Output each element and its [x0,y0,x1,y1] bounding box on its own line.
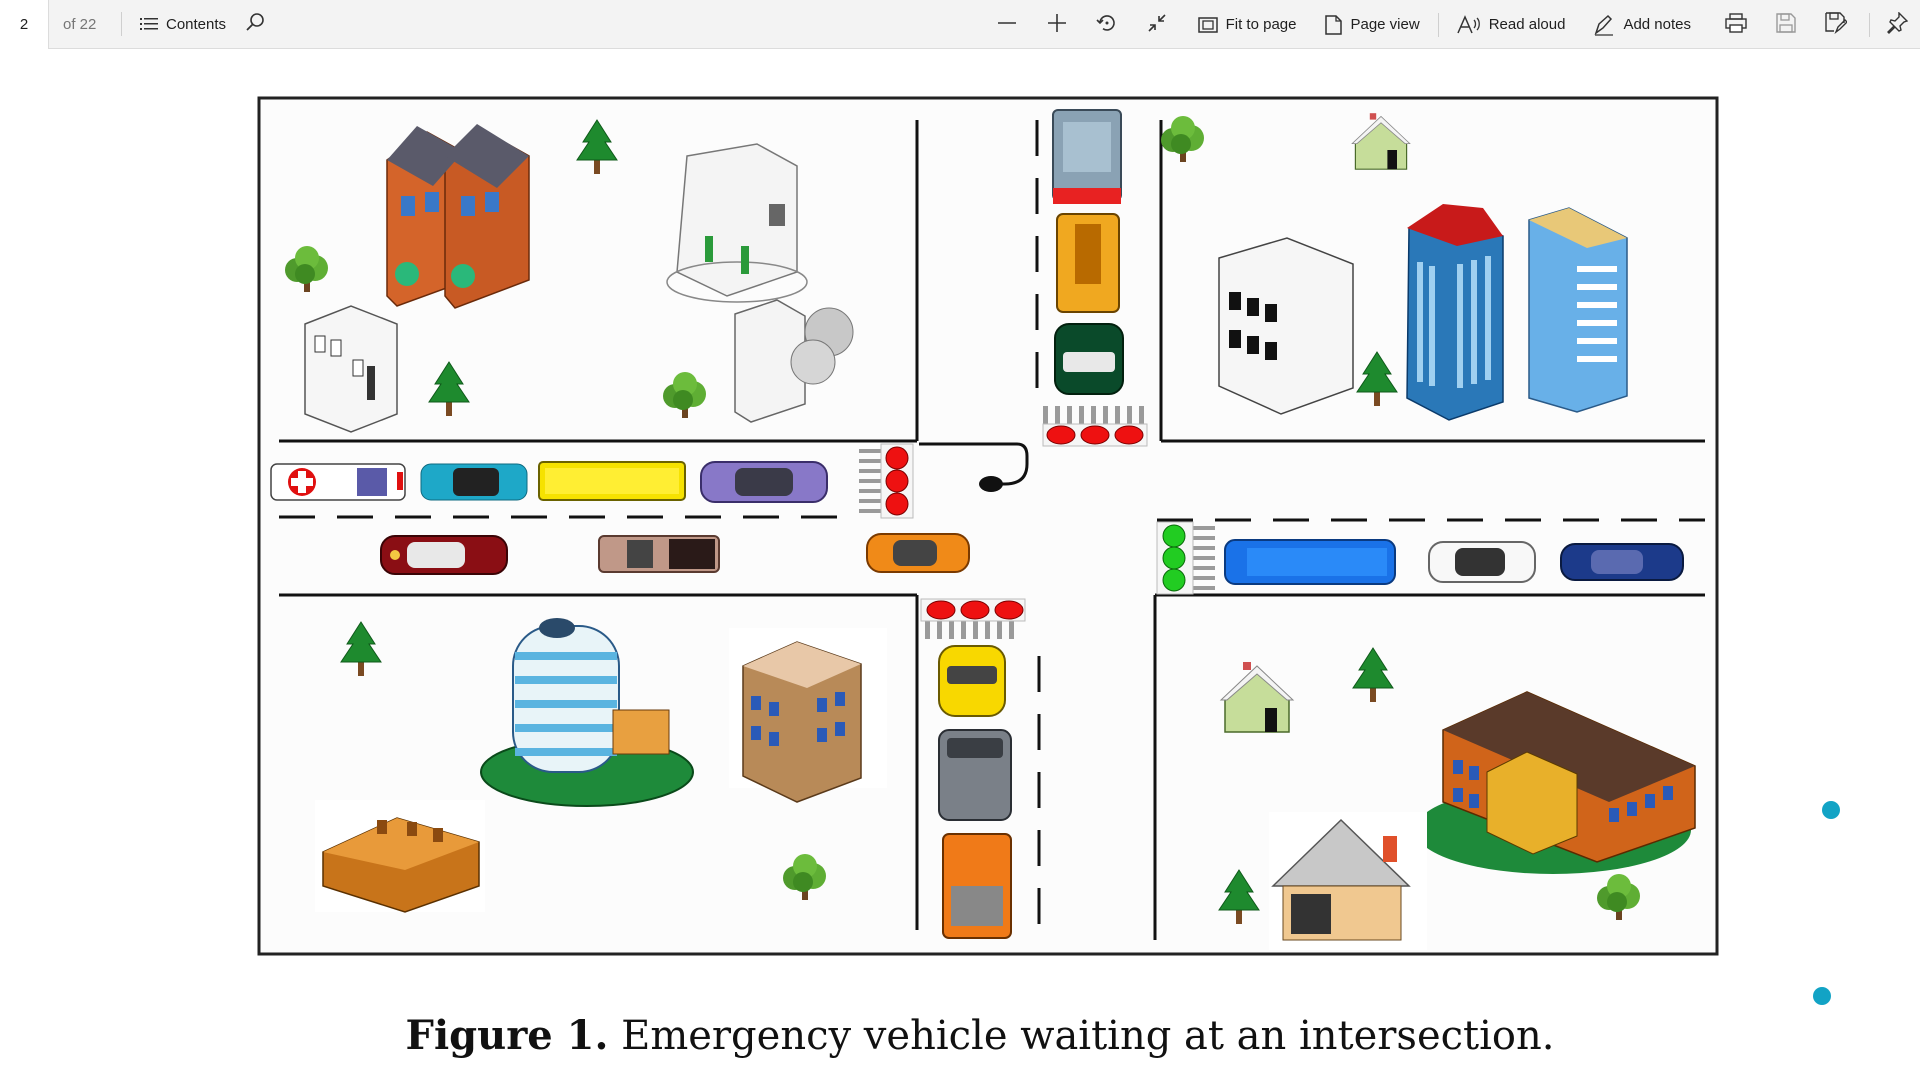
traffic-light-east [1156,521,1194,595]
apartment-with-dome [734,299,854,423]
zoom-in-icon [1047,13,1067,37]
camera-sensor [979,476,1003,492]
orange-truck [942,833,1012,939]
blue-bus [1224,539,1396,585]
page-total-label: of 22 [63,15,97,33]
fit-to-page-button[interactable]: Fit to page [1188,0,1307,49]
save-button[interactable] [1767,0,1805,49]
rotate-icon [1096,12,1118,38]
open-house [1269,812,1427,950]
read-aloud-label: Read aloud [1488,16,1566,33]
page-view-label: Page view [1350,16,1420,33]
fit-to-page-label: Fit to page [1225,16,1297,33]
intersection-figure [257,96,1719,956]
print-icon [1725,12,1747,37]
fullscreen-icon [1147,13,1167,37]
page-number-input[interactable]: 2 [0,0,49,49]
figure-caption-label: Figure 1. [405,1012,609,1059]
page-number: 2 [19,15,29,33]
fit-to-page-icon [1197,16,1218,33]
traffic-light-west [880,443,914,519]
townhouses [386,124,530,309]
orange-car [866,533,970,573]
factory-building [315,800,485,913]
brick-apartment [729,628,887,803]
toolbar-divider [1437,12,1439,37]
zoom-in-button[interactable] [1038,0,1076,49]
yellow-taxi [938,645,1006,717]
road-edges [279,120,1705,940]
crosswalk-top [1043,406,1144,424]
rotate-button[interactable] [1088,0,1126,49]
navy-car [1560,543,1684,581]
round-glass-tower [480,618,694,807]
zoom-out-button[interactable] [988,0,1026,49]
grey-van [938,729,1012,821]
contents-button[interactable]: Contents [130,0,236,49]
search-icon [245,12,265,36]
toolbar-divider [121,12,122,36]
figure-caption: Figure 1. Emergency vehicle waiting at a… [0,1012,1920,1059]
traffic-light-north [1042,423,1148,447]
fullscreen-button[interactable] [1138,0,1176,49]
tall-tower [1406,204,1504,421]
office-building [666,143,808,303]
pickup-truck [598,535,720,573]
zoom-out-icon [997,13,1017,37]
crosswalk-left [859,449,881,513]
teal-car [420,463,528,501]
search-button[interactable] [236,0,274,49]
white-block-building [1218,237,1354,415]
sensor-cable [919,442,1029,486]
read-aloud-button[interactable]: Read aloud [1447,0,1576,49]
ambulance [270,463,406,501]
grey-truck [1052,109,1122,204]
read-aloud-icon [1457,14,1481,35]
crosswalk-bottom [925,621,1014,639]
small-office [304,305,398,433]
pin-icon [1886,10,1909,38]
add-notes-icon [1593,14,1615,36]
toolbar-divider [1869,12,1870,37]
add-notes-label: Add notes [1623,16,1691,33]
blue-highrise [1528,207,1628,413]
green-car [1054,323,1124,395]
yellow-bus [538,461,686,501]
figure-caption-text: Emergency vehicle waiting at an intersec… [608,1013,1555,1059]
crosswalk-right [1193,526,1215,590]
school-building [1415,691,1696,874]
save-as-icon [1825,11,1848,38]
reader-toolbar: 2 of 22 Contents Fit to page Pag [0,0,1920,49]
print-button[interactable] [1717,0,1755,49]
annotation-marker[interactable] [1822,801,1840,819]
maroon-car [380,535,508,575]
save-as-button[interactable] [1817,0,1855,49]
traffic-light-south [920,598,1026,622]
add-notes-button[interactable]: Add notes [1583,0,1701,49]
page-view-icon [1324,14,1343,35]
white-car [1428,541,1536,583]
orange-bus [1056,213,1120,313]
contents-icon [140,17,158,31]
save-icon [1776,12,1796,37]
purple-car [700,461,828,503]
annotation-marker[interactable] [1813,987,1831,1005]
pin-button[interactable] [1878,0,1916,49]
lane-dividers [279,120,1705,930]
page-view-button[interactable]: Page view [1314,0,1429,49]
contents-label: Contents [166,15,227,33]
